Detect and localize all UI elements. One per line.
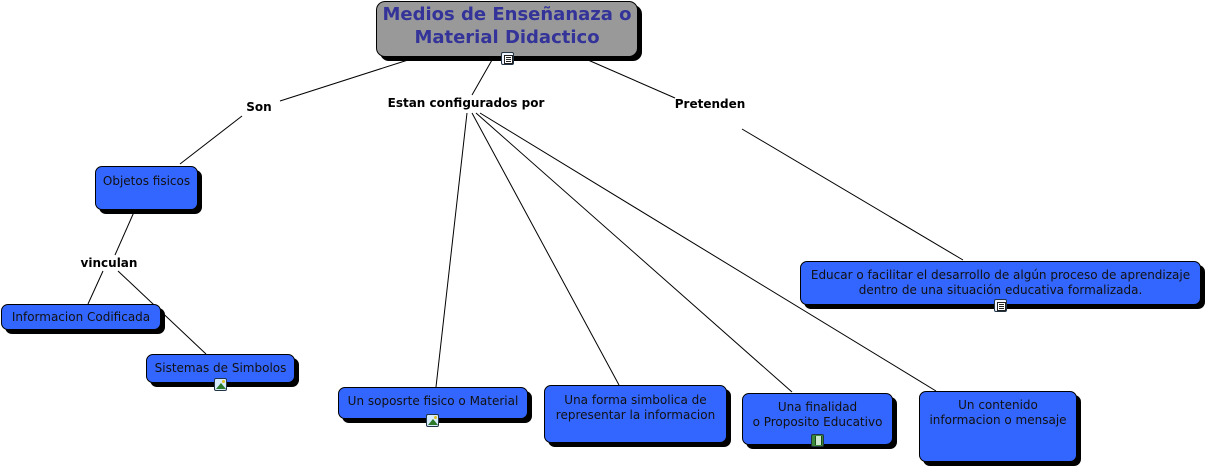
line-vinculan-informacion	[87, 270, 104, 305]
link-label-pretenden: Pretenden	[674, 97, 746, 111]
line-vinculan-sistemas	[117, 270, 207, 355]
line-estan-contenido	[479, 112, 937, 392]
line-son-objetos	[179, 115, 243, 165]
line-title-estan	[471, 59, 493, 96]
main-concept-node[interactable]: Medios de Enseñanaza o Material Didactic…	[376, 1, 638, 57]
document-icon[interactable]	[501, 52, 514, 65]
concept-soporte-fisico[interactable]: Un soposrte fisico o Material	[338, 387, 528, 419]
link-label-son: Son	[246, 100, 272, 114]
concept-forma-simbolica[interactable]: Una forma simbolica de representar la in…	[544, 385, 727, 443]
link-label-vinculan: vinculan	[80, 256, 138, 270]
document-icon[interactable]	[994, 299, 1007, 312]
line-pretenden-educar	[741, 128, 964, 261]
link-label-estan-configurados: Estan configurados por	[387, 96, 545, 110]
video-icon[interactable]	[811, 434, 824, 447]
line-estan-forma	[471, 112, 620, 386]
concept-educar[interactable]: Educar o facilitar el desarrollo de algú…	[800, 261, 1201, 305]
concept-objetos-fisicos[interactable]: Objetos fisicos	[95, 166, 198, 210]
concept-informacion-codificada[interactable]: Informacion Codificada	[1, 304, 161, 330]
image-icon[interactable]	[426, 414, 439, 427]
image-icon[interactable]	[214, 378, 227, 391]
line-title-pretenden	[587, 59, 676, 99]
line-estan-soporte	[435, 112, 468, 388]
line-objetos-vinculan	[114, 211, 135, 256]
line-title-son	[279, 59, 409, 102]
concept-contenido[interactable]: Un contenido informacion o mensaje	[919, 391, 1077, 462]
line-estan-finalidad	[475, 112, 793, 393]
main-concept-label: Medios de Enseñanaza o Material Didactic…	[382, 4, 632, 48]
